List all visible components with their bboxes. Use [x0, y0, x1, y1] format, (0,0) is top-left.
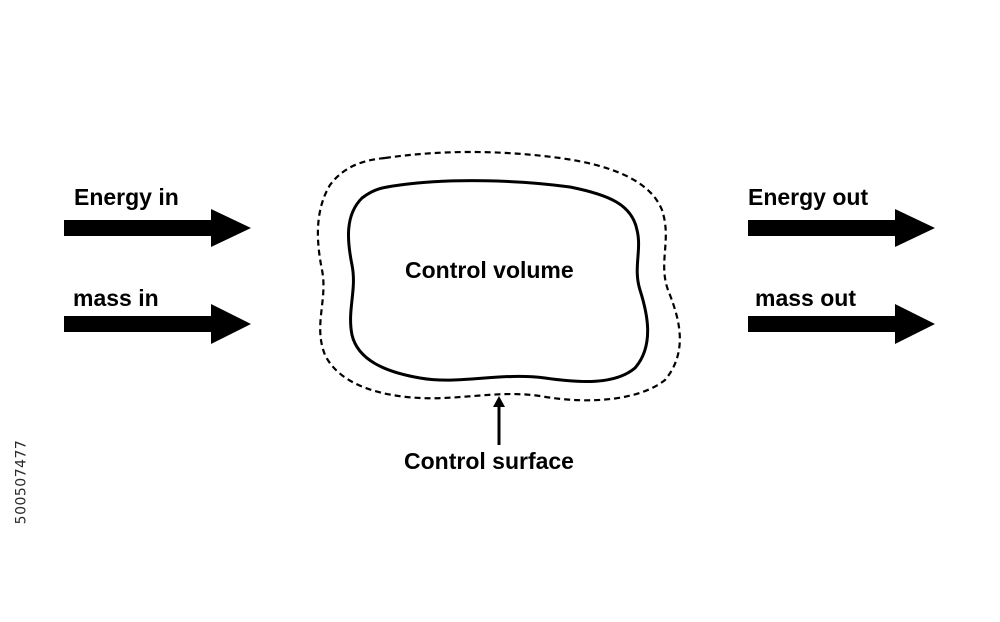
control-volume-label: Control volume	[405, 257, 574, 283]
energy-in-label: Energy in	[74, 184, 179, 210]
control-surface-label: Control surface	[404, 448, 574, 474]
mass-out-arrow	[748, 304, 935, 344]
mass-in-label: mass in	[73, 285, 159, 311]
energy-out-label: Energy out	[748, 184, 869, 210]
control-surface-pointer-head	[493, 396, 505, 407]
energy-out-arrow	[748, 209, 935, 247]
energy-in-arrow	[64, 209, 251, 247]
stock-id-text: 500507477	[13, 439, 30, 525]
control-surface-boundary	[316, 150, 681, 402]
mass-out-label: mass out	[755, 285, 856, 311]
stock-id-watermark: 500507477	[11, 384, 31, 580]
control-volume-boundary	[347, 179, 650, 384]
mass-in-arrow	[64, 304, 251, 344]
